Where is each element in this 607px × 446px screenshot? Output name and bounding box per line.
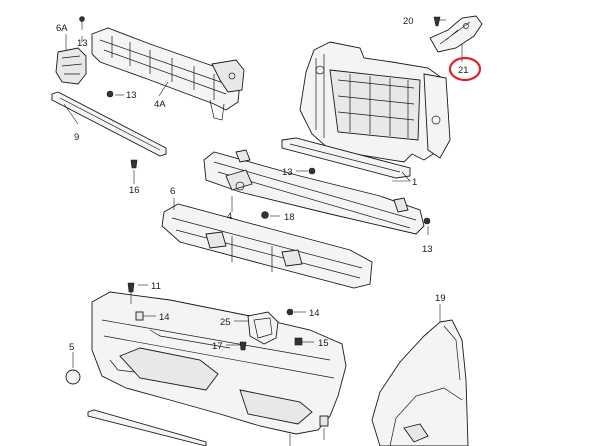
clip-15 — [294, 337, 303, 346]
callout-14-left: 14 — [159, 312, 170, 323]
callout-21: 21 — [458, 65, 469, 76]
callout-11: 11 — [151, 281, 161, 292]
callout-19: 19 — [435, 293, 446, 304]
callout-5: 5 — [69, 342, 74, 353]
leader-lines — [63, 19, 463, 446]
clip-14-right — [286, 308, 294, 316]
callout-13-bar: 13 — [282, 167, 293, 178]
fastener-20 — [433, 16, 441, 27]
callout-25: 25 — [220, 317, 231, 328]
callout-17: 17 — [212, 341, 223, 352]
part-9-strip — [51, 91, 167, 157]
fastener-18 — [261, 211, 269, 219]
part-6a-bracket — [55, 47, 87, 85]
part-6-energy-absorber — [161, 203, 373, 289]
callout-15: 15 — [318, 338, 329, 349]
fastener-11 — [127, 282, 135, 304]
callout-18: 18 — [284, 212, 295, 223]
callout-9: 9 — [74, 132, 79, 143]
callout-6: 6 — [170, 186, 175, 197]
part-21-bracket — [429, 15, 483, 53]
part-lower-spoiler — [87, 409, 207, 446]
callout-labels: 6A 13 13 4A 9 16 20 1 13 4 18 13 6 11 14… — [56, 16, 469, 353]
fastener-13-top — [79, 16, 85, 30]
clip-14-left — [135, 311, 144, 321]
callout-14-right: 14 — [309, 308, 320, 319]
callout-20: 20 — [403, 16, 414, 27]
fastener-13-impact-bar — [308, 167, 316, 175]
callout-13-top: 13 — [77, 38, 88, 49]
part-25-bracket — [247, 311, 279, 345]
callout-6a: 6A — [56, 23, 68, 34]
callout-13-right: 13 — [422, 244, 433, 255]
callout-1: 1 — [412, 177, 417, 188]
part-4-impact-bar — [203, 149, 425, 235]
fastener-17 — [239, 341, 247, 351]
part-5-cap — [65, 369, 81, 385]
fastener-13-mid-left — [106, 90, 114, 98]
fastener-13-right — [423, 217, 431, 225]
highlight-circle — [448, 56, 482, 82]
bumper-cover — [91, 291, 347, 435]
part-4a-upper-carrier — [91, 27, 245, 121]
callout-4: 4 — [227, 211, 232, 222]
small-part-bottom — [319, 415, 329, 427]
part-19-fender — [371, 319, 469, 446]
callout-13-mid: 13 — [126, 90, 137, 101]
part-1-lock-carrier — [281, 41, 451, 179]
fastener-16 — [130, 159, 138, 169]
callout-4a: 4A — [154, 99, 166, 110]
callout-16: 16 — [129, 185, 140, 196]
